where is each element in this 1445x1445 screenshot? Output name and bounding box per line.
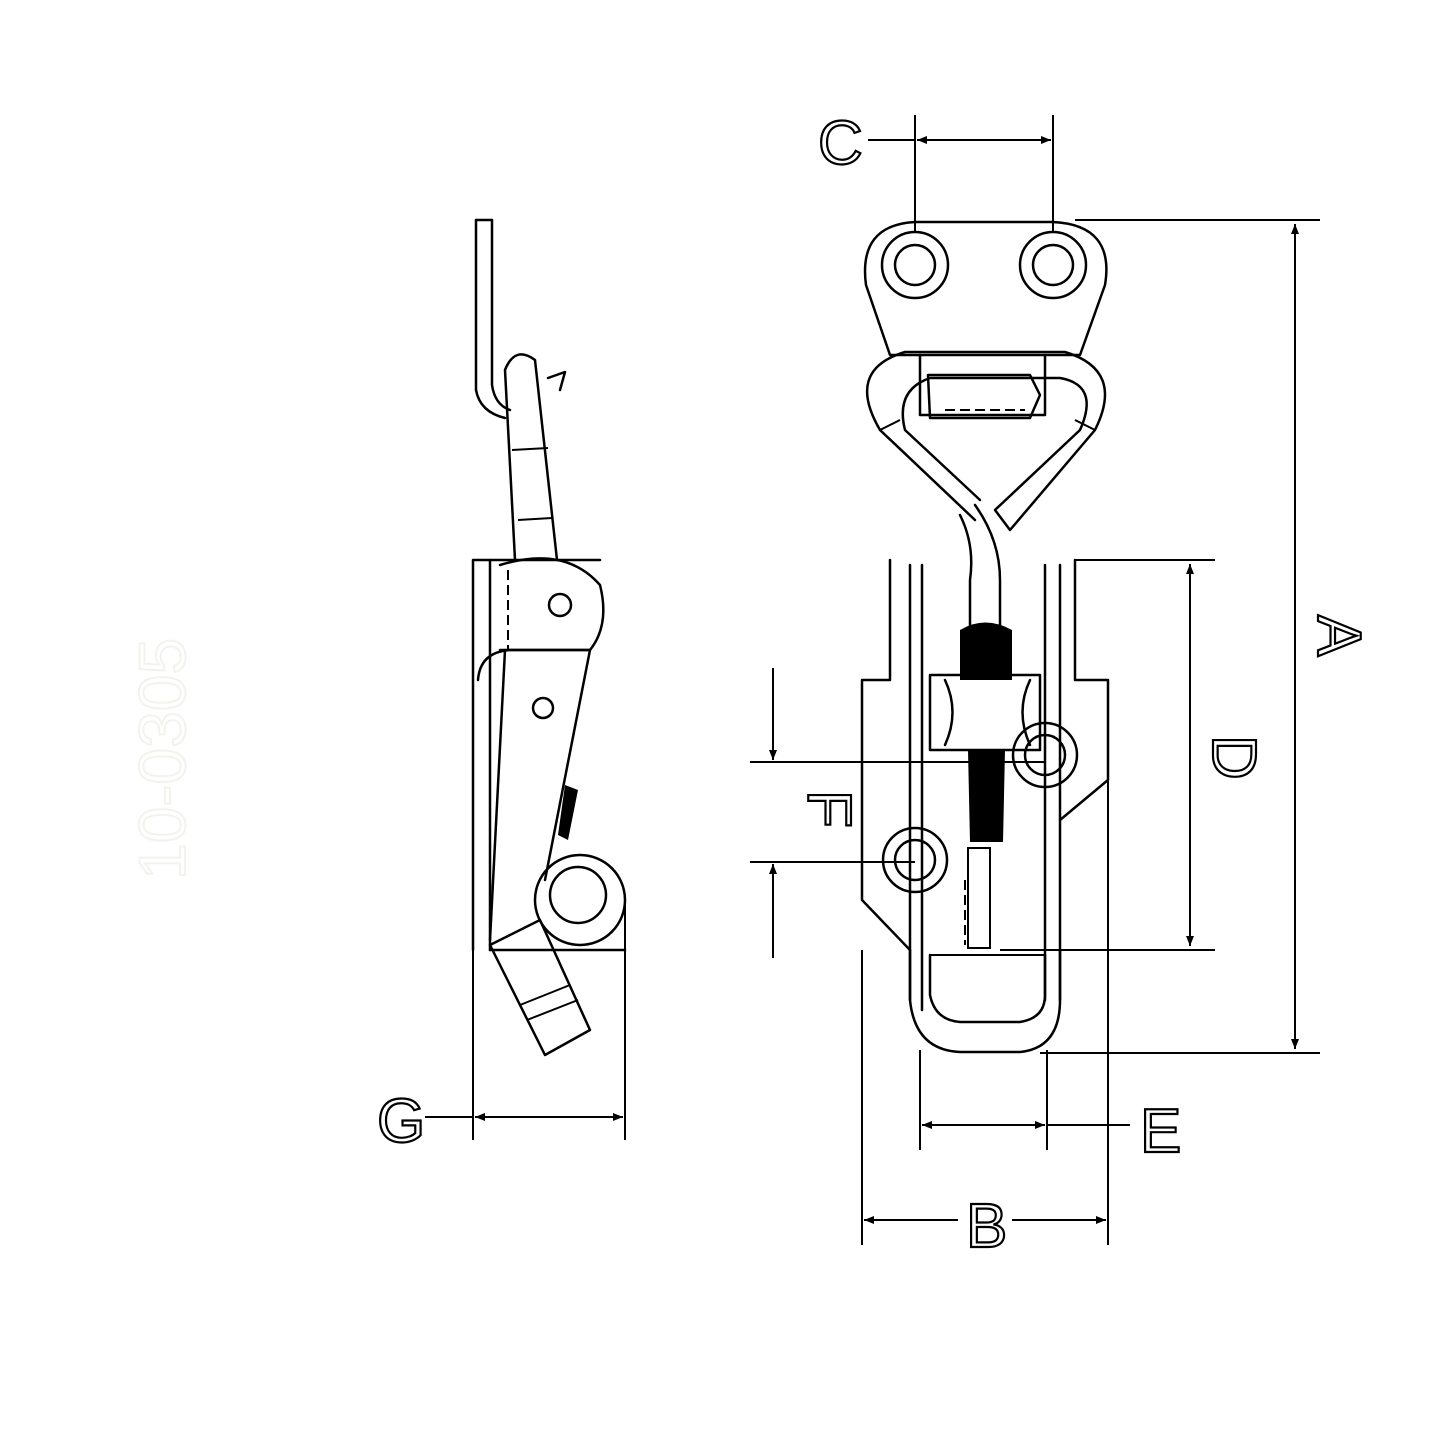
dimension-c: C — [817, 108, 1054, 232]
svg-text:G: G — [377, 1087, 425, 1156]
svg-text:D: D — [1199, 735, 1268, 780]
svg-text:A: A — [1304, 615, 1373, 657]
dimension-a: A — [1040, 219, 1374, 1054]
watermark: 10-0305 — [124, 637, 200, 881]
side-view — [471, 218, 627, 1057]
svg-text:C: C — [818, 109, 863, 178]
front-view — [860, 220, 1110, 1054]
dimension-d: D — [1000, 559, 1269, 951]
svg-text:F: F — [794, 790, 863, 828]
svg-text:E: E — [1140, 1097, 1181, 1166]
svg-text:B: B — [966, 1192, 1007, 1261]
dimension-b: B — [861, 780, 1109, 1262]
dimension-g: G — [376, 900, 626, 1157]
dimension-e: E — [919, 1050, 1182, 1167]
dimension-f: F — [750, 668, 1045, 958]
svg-text:10-0305: 10-0305 — [125, 638, 199, 880]
